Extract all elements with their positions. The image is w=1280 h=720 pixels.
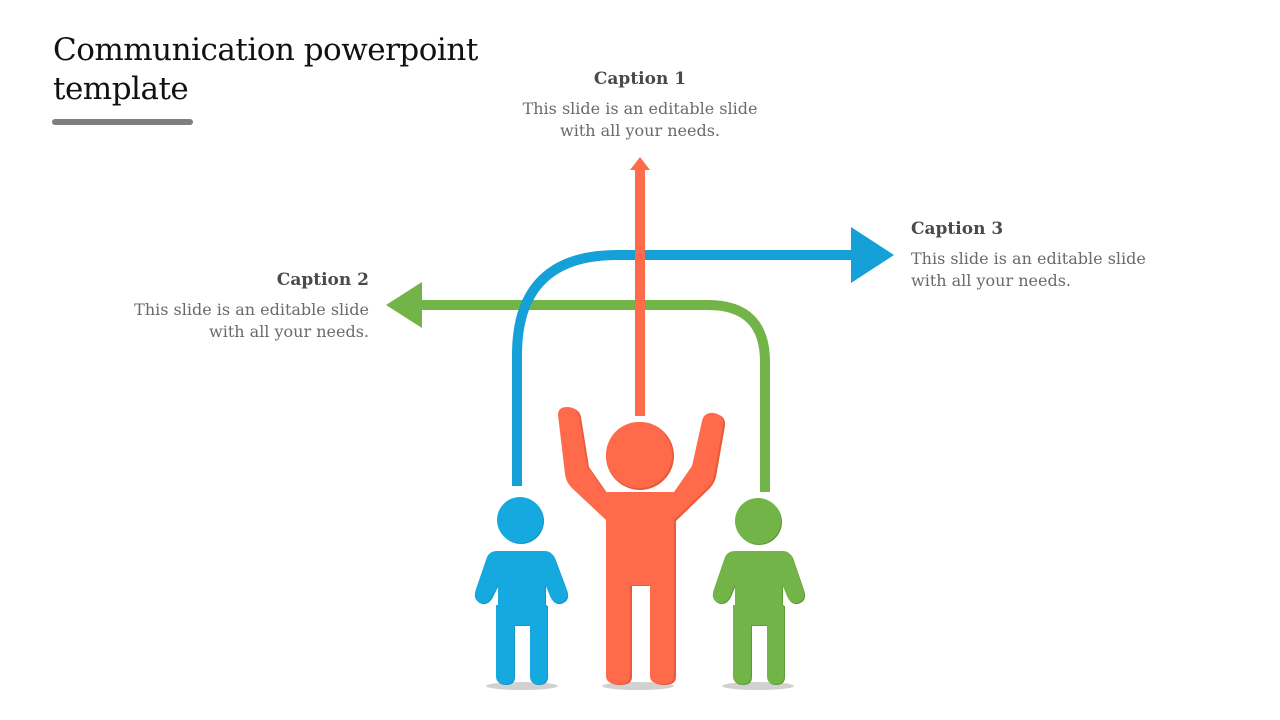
blue-person-icon xyxy=(474,497,569,685)
orange-arrow xyxy=(630,157,650,416)
green-person-icon xyxy=(712,498,806,685)
caption-3-title: Caption 3 xyxy=(911,219,1004,239)
caption-3-text: This slide is an editable slide with all… xyxy=(911,249,1146,290)
caption-3: Caption 3 This slide is an editable slid… xyxy=(911,218,1171,292)
caption-1: Caption 1 This slide is an editable slid… xyxy=(510,68,770,142)
green-figure-shadow xyxy=(722,682,794,690)
caption-2-title: Caption 2 xyxy=(276,270,369,290)
caption-2: Caption 2 This slide is an editable slid… xyxy=(120,269,369,343)
caption-1-title: Caption 1 xyxy=(593,69,687,89)
blue-arrow xyxy=(512,227,894,486)
caption-1-text: This slide is an editable slide with all… xyxy=(522,99,758,140)
title-underline xyxy=(52,119,193,125)
orange-person-icon xyxy=(558,407,726,685)
blue-figure-shadow xyxy=(486,682,558,690)
caption-2-text: This slide is an editable slide with all… xyxy=(134,300,369,341)
slide-title: Communication powerpoint template xyxy=(53,32,478,107)
green-arrow xyxy=(386,282,770,492)
